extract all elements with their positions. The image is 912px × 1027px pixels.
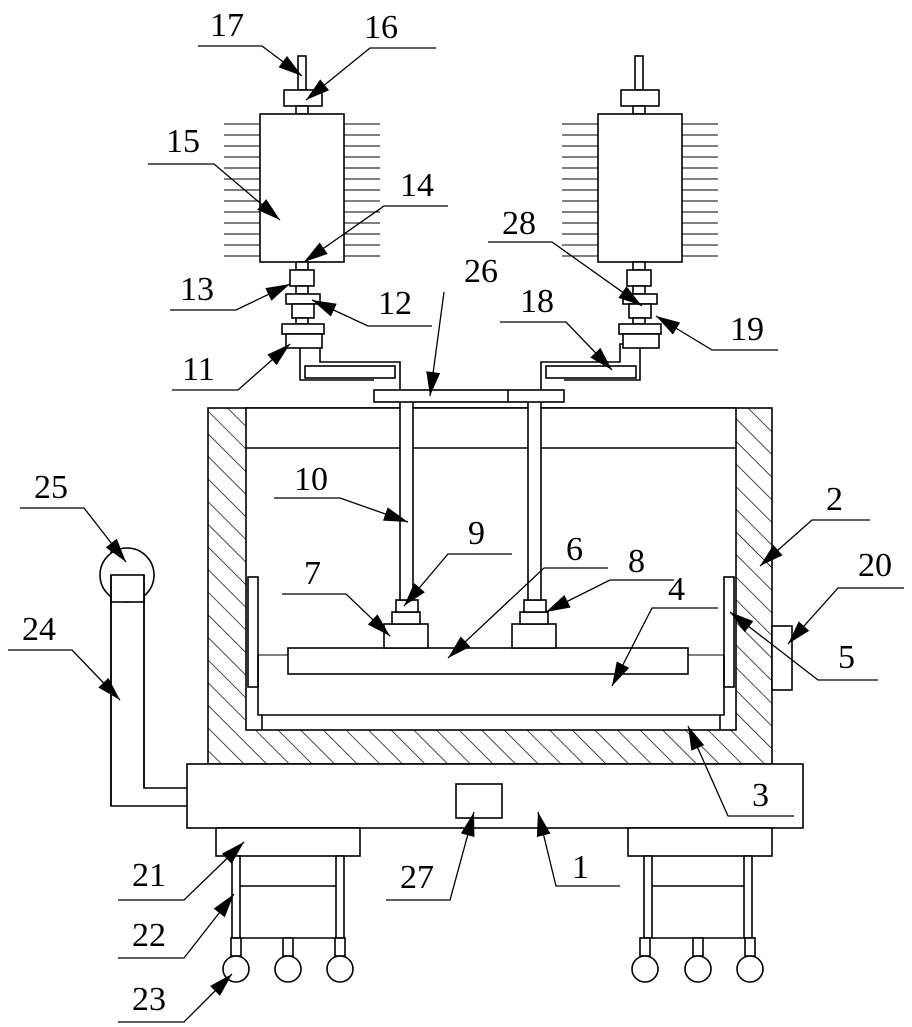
label-1: 1: [572, 849, 589, 886]
label-16: 16: [364, 9, 398, 46]
label-25: 25: [34, 469, 68, 506]
leader-line-24: [8, 650, 120, 700]
label-14: 14: [400, 167, 434, 204]
label-28: 28: [502, 205, 536, 242]
label-27: 27: [400, 859, 434, 896]
leader-arrow-11: [267, 344, 290, 365]
label-9: 9: [468, 515, 485, 552]
label-17: 17: [210, 7, 244, 44]
leader-line-16: [306, 48, 436, 100]
label-10: 10: [294, 461, 328, 498]
label-23: 23: [132, 981, 166, 1018]
top-bar: [300, 344, 640, 402]
label-24: 24: [22, 611, 56, 648]
label-3: 3: [752, 777, 769, 814]
pipe: [100, 548, 187, 806]
label-6: 6: [566, 531, 583, 568]
label-26: 26: [464, 253, 498, 290]
label-13: 13: [180, 271, 214, 308]
label-7: 7: [304, 555, 321, 592]
label-15: 15: [166, 123, 200, 160]
tank: [208, 408, 772, 764]
label-21: 21: [132, 857, 166, 894]
label-19: 19: [730, 311, 764, 348]
label-18: 18: [520, 283, 554, 320]
right-leg: [628, 828, 772, 982]
label-2: 2: [826, 481, 843, 518]
label-22: 22: [132, 917, 166, 954]
label-11: 11: [182, 351, 215, 388]
leader-arrow-12: [312, 300, 337, 316]
leader-arrow-22: [214, 894, 234, 917]
leader-line-20: [788, 588, 904, 644]
label-4: 4: [668, 571, 685, 608]
label-20: 20: [858, 547, 892, 584]
label-5: 5: [838, 639, 855, 676]
label-12: 12: [378, 285, 412, 322]
label-8: 8: [628, 543, 645, 580]
leader-line-2: [760, 520, 870, 566]
